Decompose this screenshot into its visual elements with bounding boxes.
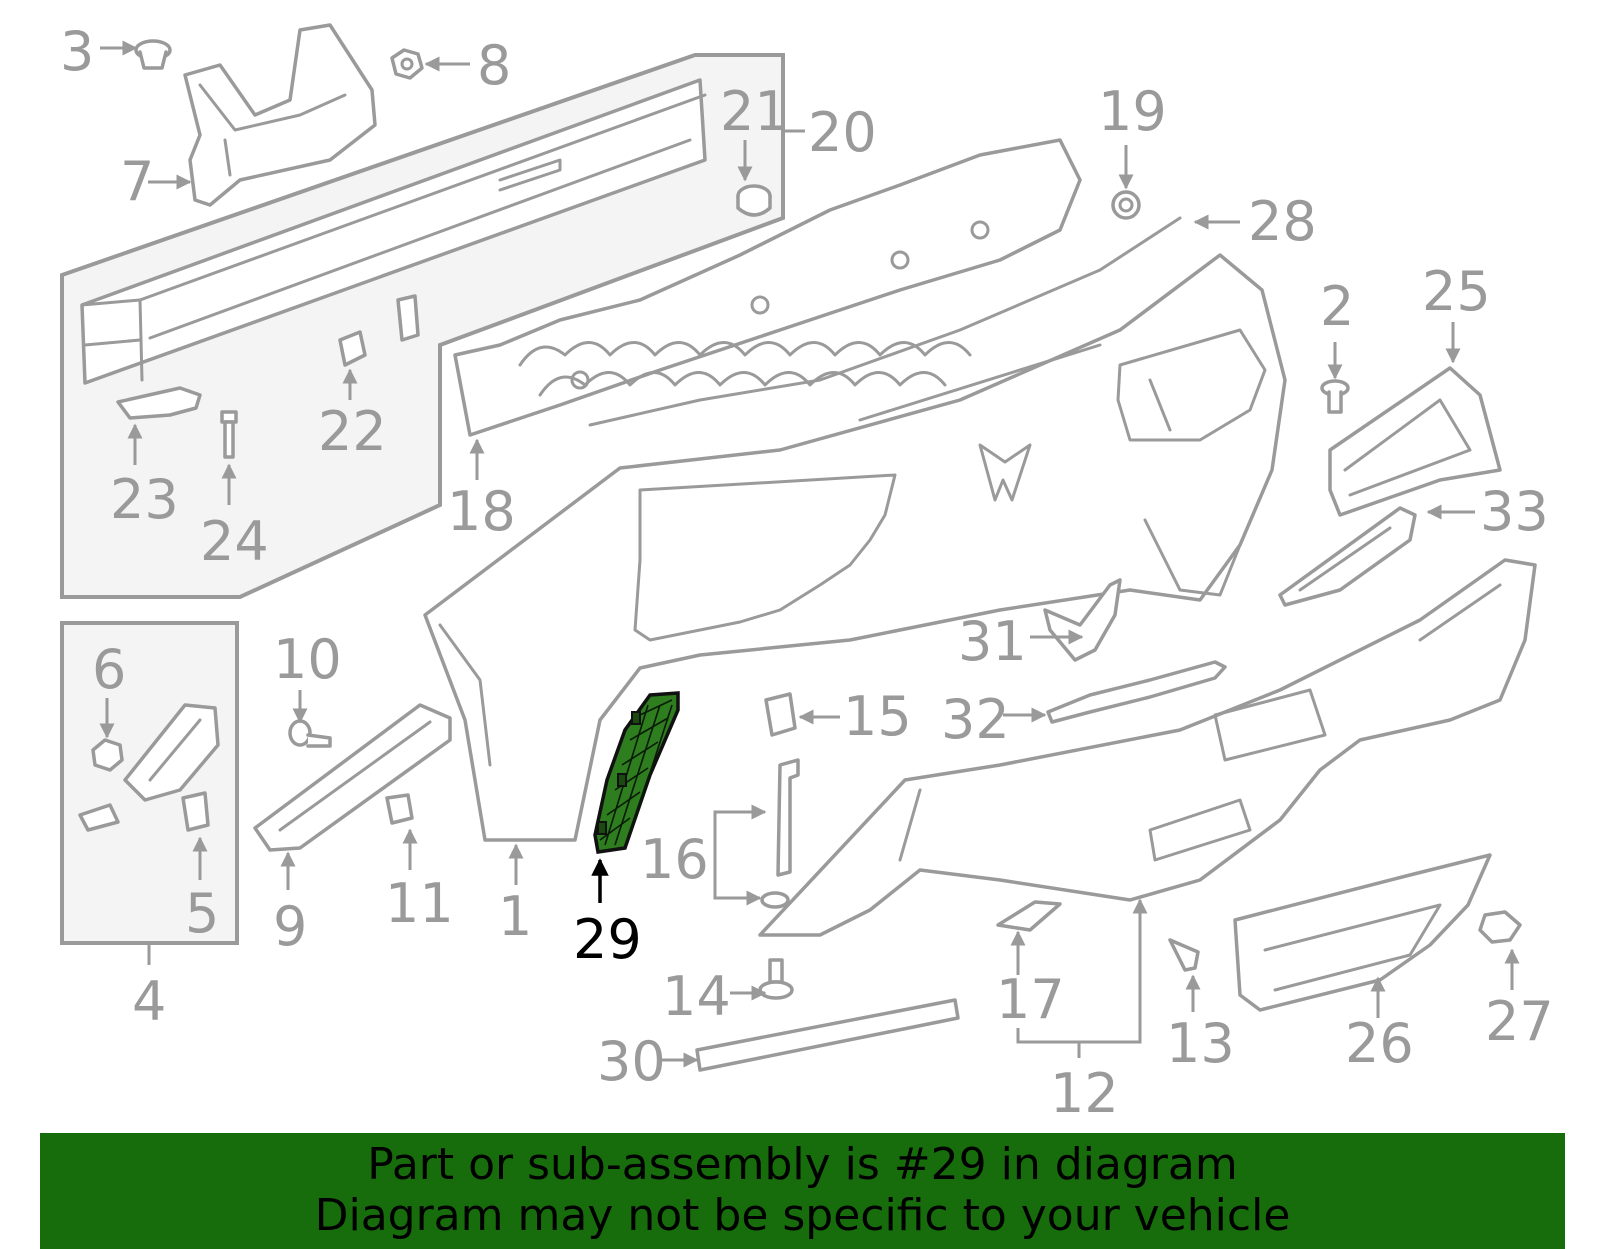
callout-12[interactable]: 12: [1050, 1062, 1119, 1125]
callout-7[interactable]: 7: [120, 150, 154, 213]
callout-29[interactable]: 29: [573, 908, 642, 971]
callout-11[interactable]: 11: [385, 872, 454, 935]
rod-part-16[interactable]: [760, 758, 800, 909]
clip-small-box-4[interactable]: [78, 803, 120, 832]
callout-15[interactable]: 15: [843, 685, 912, 748]
callout-28[interactable]: 28: [1248, 190, 1317, 253]
bolt-part-24[interactable]: [220, 410, 238, 459]
callout-9[interactable]: 9: [273, 895, 307, 958]
leader-lines: [99, 40, 1520, 1068]
bumper-bracket-part-7[interactable]: [183, 23, 377, 207]
bumper-cover-part-1[interactable]: [423, 253, 1287, 842]
banner-line-1: Part or sub-assembly is #29 in diagram: [367, 1139, 1238, 1190]
bolt-part-27[interactable]: [1478, 910, 1522, 944]
nameplate-part-32[interactable]: [1046, 660, 1227, 724]
callout-19[interactable]: 19: [1098, 80, 1167, 143]
clip-part-5[interactable]: [181, 791, 210, 832]
push-pin-part-2[interactable]: [1320, 379, 1350, 414]
bumper-stop-part-21[interactable]: [736, 184, 772, 217]
callout-labels: 3 8 7 21 20 19 28 2 25 33 22 23 24 18 6 …: [60, 20, 1554, 1125]
callout-18[interactable]: 18: [447, 480, 516, 543]
bracket-part-23[interactable]: [116, 386, 202, 420]
lower-fascia-part-12[interactable]: [758, 558, 1537, 937]
clip-part-15[interactable]: [764, 692, 797, 737]
callout-4[interactable]: 4: [132, 970, 166, 1033]
callout-31[interactable]: 31: [958, 610, 1027, 673]
callout-13[interactable]: 13: [1166, 1012, 1235, 1075]
callout-2[interactable]: 2: [1320, 275, 1354, 338]
callout-30[interactable]: 30: [597, 1030, 666, 1093]
bezel-part-25[interactable]: [1328, 366, 1502, 517]
callout-3[interactable]: 3: [60, 20, 94, 83]
lamp-part-26[interactable]: [1233, 853, 1492, 1012]
callout-17[interactable]: 17: [996, 968, 1065, 1031]
callout-5[interactable]: 5: [185, 882, 219, 945]
cover-part-17[interactable]: [996, 900, 1062, 932]
callout-25[interactable]: 25: [1422, 260, 1491, 323]
callout-22[interactable]: 22: [318, 400, 387, 463]
callout-26[interactable]: 26: [1345, 1012, 1414, 1075]
callout-14[interactable]: 14: [662, 965, 731, 1028]
emblem-part-33[interactable]: [1278, 506, 1417, 607]
strip-part-30[interactable]: [695, 998, 960, 1072]
nut-part-6[interactable]: [91, 738, 124, 772]
push-pin-part-10[interactable]: [288, 719, 332, 748]
callout-23[interactable]: 23: [110, 468, 179, 531]
energy-absorber-part-18[interactable]: [453, 138, 1082, 437]
part-info-banner: Part or sub-assembly is #29 in diagram D…: [40, 1133, 1565, 1249]
clip-part-11[interactable]: [385, 793, 414, 825]
clip-part-22[interactable]: [338, 330, 367, 367]
banner-line-2: Diagram may not be specific to your vehi…: [314, 1190, 1291, 1241]
callout-10[interactable]: 10: [273, 628, 342, 691]
bolt-part-14[interactable]: [758, 958, 794, 1000]
grille-part-29-highlighted[interactable]: [593, 691, 680, 854]
strip-part-28[interactable]: [588, 216, 1182, 427]
callout-20[interactable]: 20: [808, 101, 877, 164]
emblem-part-31[interactable]: [1043, 578, 1122, 662]
screw-part-13[interactable]: [1168, 938, 1200, 972]
bumper-reinforcement-bar[interactable]: [80, 78, 707, 385]
clip-small-in-panel[interactable]: [396, 294, 420, 342]
callout-33[interactable]: 33: [1480, 480, 1549, 543]
callout-8[interactable]: 8: [477, 34, 511, 97]
nut-part-8[interactable]: [390, 48, 424, 80]
callout-27[interactable]: 27: [1485, 990, 1554, 1053]
callout-32[interactable]: 32: [941, 688, 1010, 751]
bracket-part-9[interactable]: [253, 703, 452, 852]
callout-6[interactable]: 6: [92, 638, 126, 701]
callout-21[interactable]: 21: [720, 80, 789, 143]
callout-16[interactable]: 16: [640, 828, 709, 891]
callout-1[interactable]: 1: [498, 885, 532, 948]
callout-24[interactable]: 24: [200, 510, 269, 573]
parts-diagram: 3 8 7 21 20 19 28 2 25 33 22 23 24 18 6 …: [60, 20, 1554, 1125]
push-pin-part-3[interactable]: [134, 39, 172, 70]
retainer-part-19[interactable]: [1111, 190, 1141, 220]
bracket-part-in-group-4[interactable]: [123, 703, 220, 802]
